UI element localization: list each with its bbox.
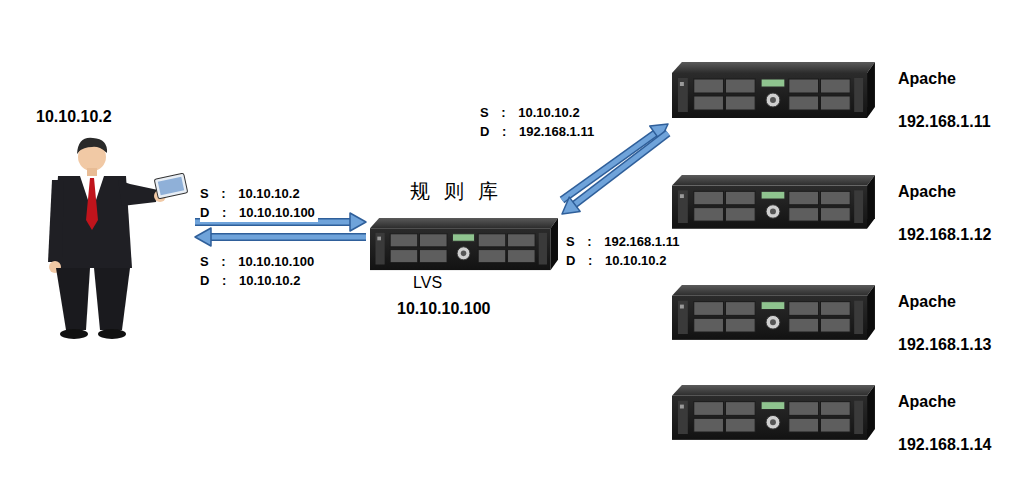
server-name: Apache [898, 393, 956, 411]
apache-node: Apache 192.168.1.11 [668, 58, 998, 135]
server-icon [672, 175, 875, 229]
server-name: Apache [898, 183, 956, 201]
server-icon [672, 285, 875, 340]
client-node: 10.10.10.2 [30, 106, 195, 346]
flow-arrow-inner [209, 235, 366, 240]
packet-address-label: S : 10.10.10.2 D : 10.10.10.100 [200, 184, 318, 222]
person-figure [48, 138, 188, 339]
arrow-head [195, 228, 211, 246]
rule-base-label: 规则库 [410, 178, 512, 205]
packet-address-label: S : 10.10.10.2 D : 192.168.1.11 [480, 103, 598, 141]
server-icon [672, 385, 875, 440]
ip-address: 192.168.1.13 [898, 336, 991, 354]
arrow-head [562, 197, 580, 214]
arrow-head [350, 213, 366, 231]
server-name: LVS [413, 274, 442, 292]
apache-node: Apache 192.168.1.12 [668, 171, 998, 248]
arrow-group [562, 133, 668, 214]
flow-arrow-inner [573, 133, 668, 206]
flow-arrow-inner [562, 132, 657, 200]
arrow-group [195, 228, 366, 246]
ip-address: 10.10.10.100 [397, 300, 490, 318]
packet-address-label: S : 192.168.1.11 D : 10.10.10.2 [566, 232, 684, 270]
lvs-node: 规则库 LVS 10.10.10.100 [366, 176, 562, 322]
flow-arrow [573, 133, 668, 206]
apache-node: Apache 192.168.1.14 [668, 381, 998, 458]
packet-address-label: S : 10.10.10.100 D : 10.10.10.2 [200, 252, 318, 290]
ip-address: 192.168.1.11 [898, 113, 991, 131]
server-name: Apache [898, 293, 956, 311]
apache-node: Apache 192.168.1.13 [668, 281, 998, 358]
ip-address: 10.10.10.2 [36, 108, 112, 126]
server-name: Apache [898, 70, 956, 88]
server-icon [370, 218, 558, 270]
flow-arrow [562, 132, 657, 200]
server-icon [672, 62, 875, 118]
flow-arrow [209, 233, 366, 241]
ip-address: 192.168.1.14 [898, 436, 991, 454]
ip-address: 192.168.1.12 [898, 226, 991, 244]
